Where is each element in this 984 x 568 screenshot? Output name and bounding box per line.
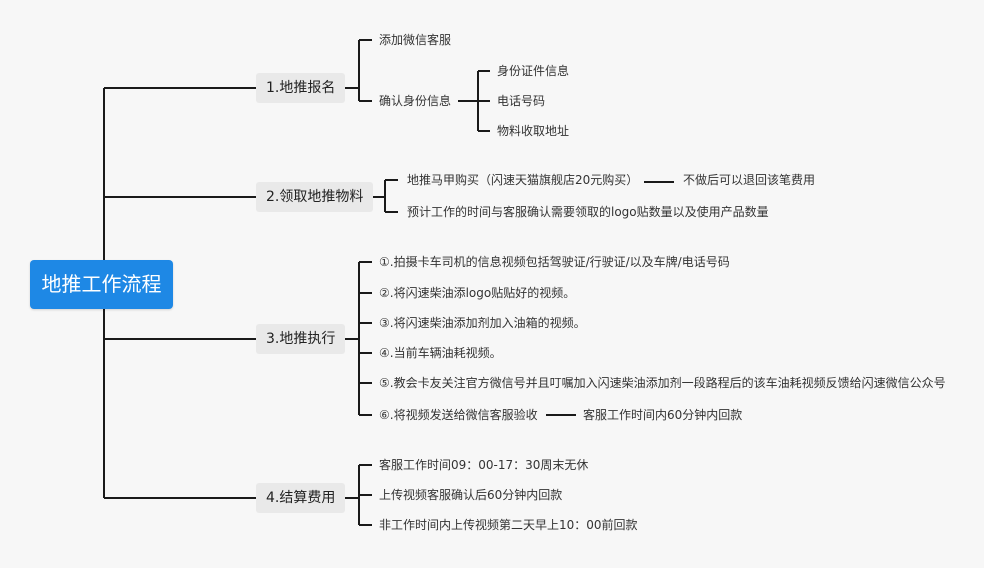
branch-3-item-4: ④.当前车辆油耗视频。 xyxy=(379,346,502,360)
branch-2-item-1-note: 不做后可以退回该笔费用 xyxy=(683,173,816,187)
branch-1-item-2-child-3: 物料收取地址 xyxy=(497,124,570,138)
branch-3-item-2: ②.将闪速柴油添logo贴贴好的视频。 xyxy=(379,286,576,300)
branch-4-item-2: 上传视频客服确认后60分钟内回款 xyxy=(379,488,563,502)
branch-3-item-6: ⑥.将视频发送给微信客服验收 xyxy=(379,408,538,422)
branch-2-item-2: 预计工作的时间与客服确认需要领取的logo贴数量以及使用产品数量 xyxy=(407,205,769,219)
branch-3-item-1: ①.拍摄卡车司机的信息视频包括驾驶证/行驶证/以及车牌/电话号码 xyxy=(379,255,730,269)
branch-3-item-6-note: 客服工作时间内60分钟内回款 xyxy=(583,408,743,422)
branch-1-item-2-child-2: 电话号码 xyxy=(497,94,546,108)
branch-2-node: 2.领取地推物料 xyxy=(256,182,374,212)
branch-1-node: 1.地推报名 xyxy=(256,73,346,103)
branch-1-item-1: 添加微信客服 xyxy=(379,33,452,47)
branch-3-item-3: ③.将闪速柴油添加剂加入油箱的视频。 xyxy=(379,316,586,330)
branch-4-item-1: 客服工作时间09：00-17：30周末无休 xyxy=(379,458,589,472)
branch-3-node: 3.地推执行 xyxy=(256,324,346,354)
root-node: 地推工作流程 xyxy=(30,260,173,309)
branch-4-item-3: 非工作时间内上传视频第二天早上10：00前回款 xyxy=(379,518,638,532)
branch-4-node: 4.结算费用 xyxy=(256,483,346,513)
branch-3-item-5: ⑤.教会卡友关注官方微信号并且叮嘱加入闪速柴油添加剂一段路程后的该车油耗视频反馈… xyxy=(379,376,946,390)
branch-2-item-1: 地推马甲购买（闪速天猫旗舰店20元购买） xyxy=(407,173,639,187)
branch-1-item-2-child-1: 身份证件信息 xyxy=(497,64,570,78)
branch-1-item-2: 确认身份信息 xyxy=(379,94,452,108)
